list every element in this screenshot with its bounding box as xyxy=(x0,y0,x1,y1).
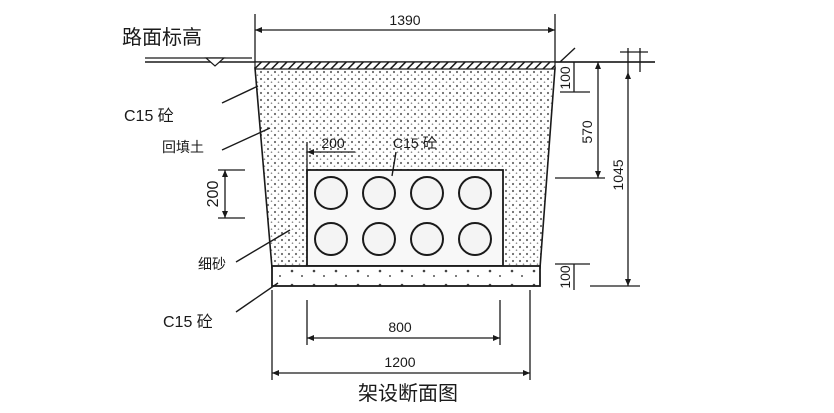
conduit-pipe xyxy=(362,222,396,256)
dim-side-height: 200 xyxy=(205,169,245,219)
conduit-pipe xyxy=(314,176,348,210)
conduit-pipe xyxy=(314,222,348,256)
leader-c15-top xyxy=(221,85,259,104)
leader-fine-sand xyxy=(235,229,291,263)
leader-backfill xyxy=(221,127,271,151)
conduit-pipe xyxy=(410,222,444,256)
label-backfill: 回填土 xyxy=(162,139,204,155)
label-c15-bottom: C15 砼 xyxy=(163,313,213,331)
dim-top-width-text: 1390 xyxy=(389,12,420,28)
dim-base-inner-text: 800 xyxy=(388,319,412,335)
elevation-marker-icon xyxy=(204,57,226,67)
dim-bottom-thickness-text: 100 xyxy=(557,265,573,289)
label-fine-sand: 细砂 xyxy=(198,256,226,272)
dim-total-depth-text: 1045 xyxy=(610,159,626,190)
dim-base-width: 1200 xyxy=(271,290,531,380)
diagram-caption: 架设断面图 xyxy=(358,382,458,405)
label-c15-top: C15 砼 xyxy=(124,107,174,125)
dim-upper-depth-text: 570 xyxy=(579,120,595,144)
c15-bottom-base xyxy=(271,265,541,287)
right-edge-marks xyxy=(555,47,655,72)
dim-cap-thickness-text: 100 xyxy=(557,66,573,90)
dim-base-inner: 800 xyxy=(306,300,501,345)
c15-top-cap xyxy=(254,61,556,70)
dim-base-width-text: 1200 xyxy=(384,354,415,370)
conduit-pipe xyxy=(458,222,492,256)
label-c15-inner: C15 砼 xyxy=(393,135,437,151)
dim-inner-offset: 200 xyxy=(306,135,355,172)
conduit-pipe xyxy=(362,176,396,210)
dim-top-width: 1390 xyxy=(254,12,556,62)
dim-right-group: 100 570 1045 100 xyxy=(555,62,640,290)
leader-c15-bottom xyxy=(235,282,279,313)
conduit-pipe xyxy=(410,176,444,210)
conduit-group xyxy=(314,176,492,256)
dim-inner-offset-text: 200 xyxy=(321,135,345,151)
label-road-level: 路面标高 xyxy=(122,26,202,49)
dim-side-height-text: 200 xyxy=(205,181,222,208)
leader-c15-inner xyxy=(391,151,397,177)
conduit-pipe xyxy=(458,176,492,210)
